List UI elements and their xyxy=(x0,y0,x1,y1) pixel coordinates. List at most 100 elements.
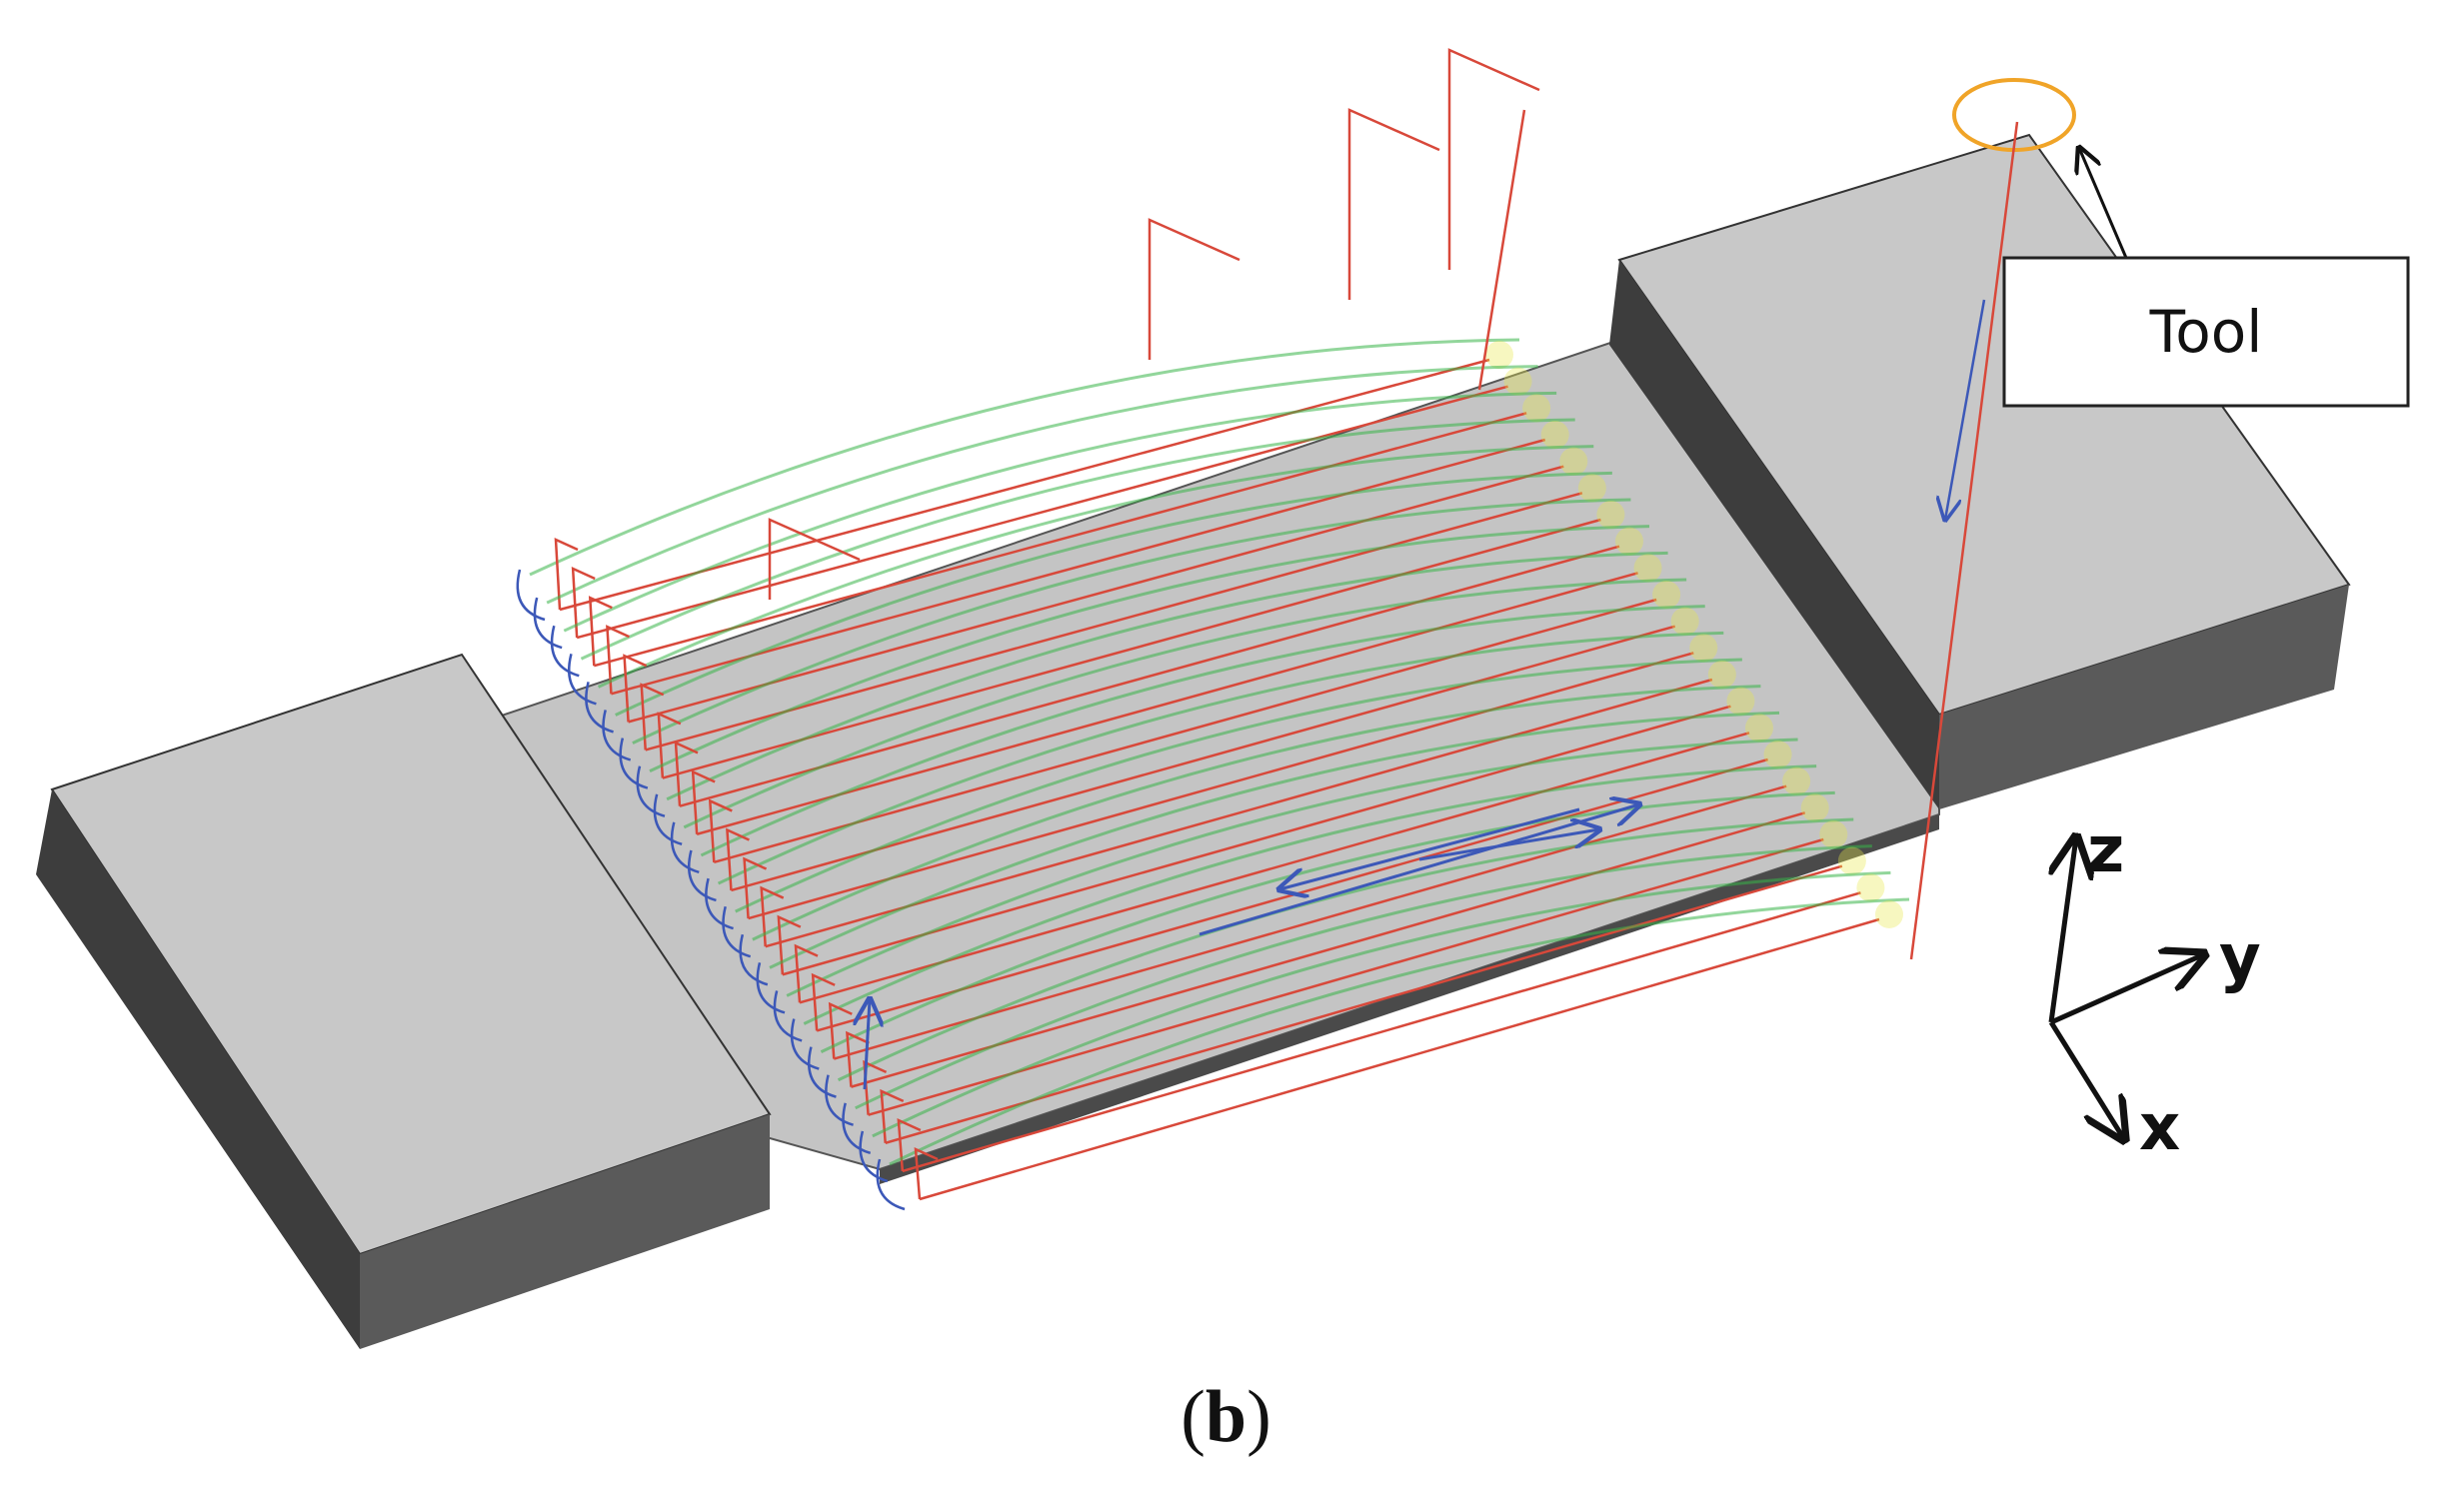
cut-pass xyxy=(645,492,1583,752)
right-block-side xyxy=(1939,585,2349,809)
caption-open: ( xyxy=(1181,1376,1206,1458)
link-pass xyxy=(717,631,1724,885)
link-pass xyxy=(649,525,1650,773)
retract-step xyxy=(726,827,750,891)
plunge-hook xyxy=(687,849,717,902)
tool-end-glow xyxy=(1763,741,1792,768)
tool-end-glow xyxy=(1800,793,1829,822)
cut-pass xyxy=(628,465,1564,724)
link-pass xyxy=(632,498,1631,745)
cut-pass xyxy=(919,917,1880,1201)
tool-end-glow xyxy=(1596,501,1625,529)
plunge-hook xyxy=(516,569,546,622)
link-pass xyxy=(735,658,1742,913)
tool-end-glow xyxy=(1782,766,1811,795)
link-pass xyxy=(820,790,1835,1053)
direction-arrow xyxy=(1418,829,1599,861)
link-pass xyxy=(563,391,1557,633)
retract-step xyxy=(777,914,802,975)
plunge-hook xyxy=(653,793,683,845)
tool-end-glow xyxy=(1652,581,1681,609)
cut-pass xyxy=(851,811,1806,1088)
retract-step xyxy=(760,885,785,947)
y-axis-label: y xyxy=(2219,921,2261,995)
plunge-hook xyxy=(807,1046,837,1098)
caption-close: ) xyxy=(1246,1376,1271,1458)
link-pass xyxy=(855,844,1872,1110)
link-pass xyxy=(752,685,1761,941)
tool-end-glow xyxy=(1670,607,1699,636)
slot-floor-edge xyxy=(880,814,1939,1184)
retract-step xyxy=(623,654,648,723)
tool-label-box xyxy=(2002,256,2410,408)
tool-end-glow xyxy=(1577,474,1606,503)
tool-end-glow xyxy=(1837,846,1866,875)
retract-step xyxy=(828,1001,853,1059)
figure-caption: (b) xyxy=(0,1375,2452,1460)
plunge-hook xyxy=(739,933,769,986)
link-pass xyxy=(889,897,1910,1166)
plunge-hook xyxy=(790,1018,820,1070)
tool-end-glow xyxy=(1522,394,1551,423)
link-pass xyxy=(803,764,1817,1025)
cut-pass xyxy=(902,891,1861,1173)
link-pass xyxy=(786,738,1798,997)
cut-pass xyxy=(696,572,1638,835)
link-pass xyxy=(683,578,1687,829)
cut-pass xyxy=(748,652,1694,920)
tool-end-glow xyxy=(1615,527,1643,556)
retract-step xyxy=(657,712,682,778)
plunge-hook xyxy=(670,821,700,874)
x-axis-line xyxy=(2048,1020,2124,1139)
retract-spike xyxy=(1347,108,1440,300)
cut-pass xyxy=(782,705,1731,976)
tool-label: Tool xyxy=(2149,298,2263,366)
rapid-exit-line xyxy=(1477,109,1526,391)
plunge-hook xyxy=(567,653,597,706)
retract-step xyxy=(794,943,819,1003)
tool-pointer-arrow xyxy=(2079,148,2131,266)
plunge-hook xyxy=(773,990,803,1042)
plunge-hook xyxy=(756,962,786,1014)
cut-pass xyxy=(679,545,1620,807)
retract-step xyxy=(897,1117,922,1171)
tool-end-glow xyxy=(1707,661,1736,689)
retract-step xyxy=(811,972,836,1031)
link-pass xyxy=(837,817,1854,1082)
retract-step xyxy=(554,538,579,611)
plunge-hook xyxy=(636,765,666,817)
retract-step xyxy=(880,1088,905,1143)
right-block-front xyxy=(1609,260,1939,809)
retract-step xyxy=(571,567,596,639)
plunge-hook xyxy=(602,710,632,761)
retract-step xyxy=(588,596,613,667)
link-pass xyxy=(597,445,1594,689)
plunge-hook xyxy=(722,905,752,958)
left-block-front xyxy=(36,789,360,1349)
tool-end-glow xyxy=(1856,873,1885,902)
workpiece xyxy=(36,133,2351,1349)
link-pass xyxy=(580,418,1575,661)
plunge-hook xyxy=(842,1102,872,1155)
plunge-hook xyxy=(705,877,734,930)
retract-step xyxy=(863,1059,888,1115)
x-axis-label: x xyxy=(2139,1091,2180,1165)
z-axis-label: z xyxy=(2087,813,2124,887)
left-block-side xyxy=(360,1114,770,1349)
tool-end-glow xyxy=(1819,820,1848,848)
link-pass xyxy=(615,471,1612,717)
link-pass xyxy=(546,365,1538,605)
z-axis-line xyxy=(2051,837,2076,1023)
retract-step xyxy=(708,798,733,862)
tool-callout: Tool xyxy=(1909,78,2410,960)
cut-pass xyxy=(611,438,1546,696)
direction-arrow xyxy=(1199,804,1639,936)
retract-step xyxy=(846,1030,870,1087)
direction-arrow xyxy=(865,999,870,1090)
cut-pass xyxy=(885,864,1843,1145)
link-pass xyxy=(769,711,1780,969)
retract-spike xyxy=(768,518,861,600)
plunge-hook xyxy=(585,682,614,734)
cut-pass xyxy=(833,784,1787,1060)
